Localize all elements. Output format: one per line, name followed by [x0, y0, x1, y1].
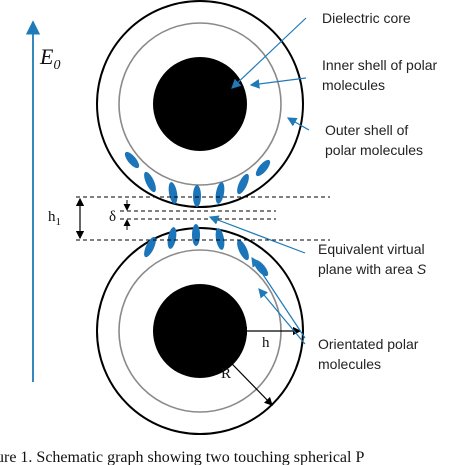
r-label: R — [221, 366, 231, 382]
polar-molecule — [124, 151, 140, 169]
inner-shell-label-line2: molecules — [322, 77, 385, 93]
figure-caption: ure 1. Schematic graph showing two touch… — [0, 449, 364, 465]
outer-shell-label-line2: polar molecules — [325, 142, 423, 158]
plane-label-line2: plane with area S — [318, 261, 427, 277]
polar-molecule — [215, 182, 225, 204]
top-outer-shell — [96, 0, 304, 208]
dielectric-core-label: Dielectric core — [322, 10, 411, 26]
polar-molecule — [255, 159, 271, 177]
inner-shell-label-line1: Inner shell of polar — [322, 57, 438, 73]
polar-molecule — [144, 236, 156, 258]
top-inner-shell — [118, 22, 282, 186]
field-label: E0 — [39, 44, 60, 73]
oriented-label-line2: molecules — [318, 356, 381, 372]
plane-label-line1: Equivalent virtual — [318, 241, 425, 257]
plane-label-text: plane with area — [318, 261, 413, 277]
upper-polar-molecules — [124, 151, 271, 207]
h1-sub: 1 — [56, 216, 62, 228]
field-symbol: E — [39, 44, 54, 69]
oriented-label-line1: Orientated polar — [318, 336, 419, 352]
top-dielectric-core — [153, 57, 247, 151]
polar-molecule — [237, 239, 249, 261]
h1-main: h — [48, 209, 56, 225]
h1-label: h1 — [48, 209, 61, 228]
polar-molecule — [168, 182, 178, 204]
bottom-outer-shell — [96, 227, 304, 435]
delta-label: δ — [109, 209, 116, 225]
h-label: h — [262, 335, 270, 351]
polar-molecule — [237, 173, 249, 195]
virtual-plane-lines — [76, 196, 330, 241]
polar-molecule — [193, 185, 201, 207]
radius-arrow — [199, 330, 273, 406]
polar-molecule — [192, 224, 200, 246]
field-subscript: 0 — [53, 58, 60, 73]
polar-molecule — [167, 227, 177, 249]
outer-shell-label-line1: Outer shell of — [325, 122, 408, 138]
polar-molecule — [144, 171, 156, 193]
plane-area-symbol: S — [417, 261, 427, 277]
top-sphere — [96, 0, 304, 208]
annotation-pointers — [208, 17, 310, 345]
polar-molecule — [215, 228, 225, 250]
